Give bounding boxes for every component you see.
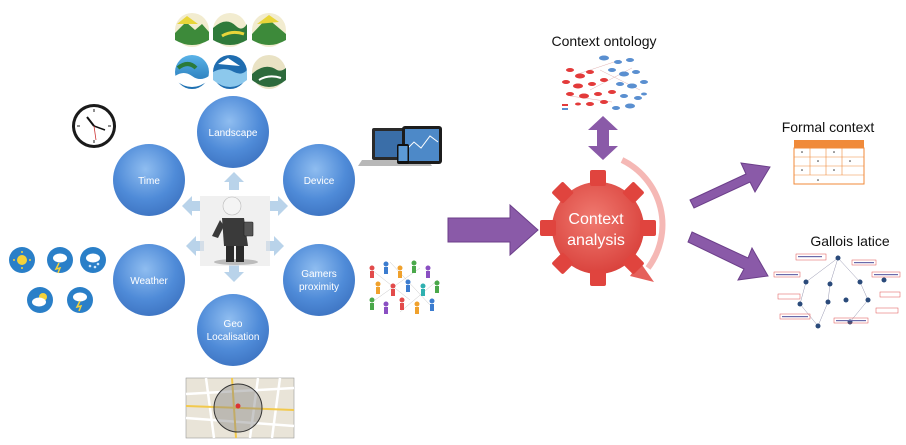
node-weather-label: Weather <box>130 276 168 287</box>
node-gamers-proximity: Gamers proximity <box>283 244 355 316</box>
analysis-label-2: analysis <box>567 232 625 249</box>
ontology-double-arrow <box>588 116 618 160</box>
node-landscape: Landscape <box>197 96 269 168</box>
tablet-laptop-icon <box>358 126 442 166</box>
ontology-title: Context ontology <box>551 33 656 49</box>
node-time-label: Time <box>138 176 160 187</box>
people-network-icon <box>369 260 440 314</box>
node-device-label: Device <box>304 176 335 187</box>
node-geo-label-2: Localisation <box>207 332 260 343</box>
gallois-arrow <box>687 231 769 281</box>
formal-context-arrow <box>689 162 771 209</box>
node-device: Device <box>283 144 355 216</box>
context-analysis-gear: Context analysis <box>540 157 666 286</box>
landscape-icons <box>175 13 286 89</box>
businessman-icon <box>200 196 270 266</box>
formal-context-table <box>793 140 865 185</box>
analysis-label-1: Context <box>568 211 624 228</box>
gallois-lattice-graph <box>773 253 901 329</box>
input-arrow <box>447 203 539 257</box>
map-icon <box>185 377 295 439</box>
node-geo-localisation: Geo Localisation <box>197 294 269 366</box>
node-geo-label-1: Geo <box>224 319 243 330</box>
node-gamers-label-2: proximity <box>299 282 339 293</box>
weather-icons <box>9 247 106 313</box>
ontology-graph <box>562 55 648 110</box>
node-gamers-label-1: Gamers <box>301 269 337 280</box>
small-direction-arrows <box>182 172 288 282</box>
formal-context-title: Formal context <box>782 119 875 135</box>
clock-icon <box>72 104 116 148</box>
node-weather: Weather <box>113 244 185 316</box>
gallois-title: Gallois latice <box>810 233 890 249</box>
node-landscape-label: Landscape <box>209 128 258 139</box>
node-time: Time <box>113 144 185 216</box>
